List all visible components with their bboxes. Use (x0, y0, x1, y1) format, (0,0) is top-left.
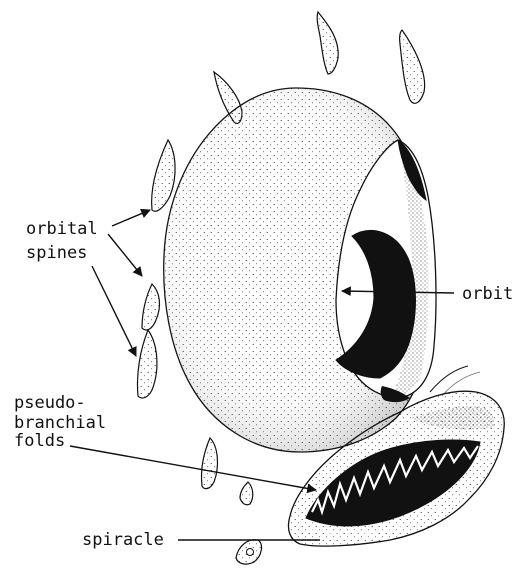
spine-top-2 (400, 30, 425, 103)
label-orbital: orbital (26, 219, 98, 239)
label-spines: spines (26, 243, 87, 263)
orbital-spine-1 (152, 140, 175, 211)
label-folds: folds (14, 431, 65, 451)
spine-top-1 (317, 12, 338, 74)
leader-pseudobranchial (70, 446, 316, 490)
label-orbit: orbit (462, 284, 513, 304)
orbital-spine-4 (201, 438, 217, 489)
orbital-spine-5 (240, 482, 253, 505)
leader-orbital-1 (112, 210, 150, 226)
leader-orbital-2 (108, 234, 142, 276)
label-branchial: branchial (14, 413, 106, 433)
label-pseudo: pseudo- (14, 393, 86, 413)
leader-orbital-3 (92, 266, 136, 356)
orbital-spine-2 (142, 284, 159, 330)
eyeball (164, 88, 436, 452)
orbital-spine-3 (137, 330, 156, 398)
label-spiracle: spiracle (82, 530, 164, 550)
